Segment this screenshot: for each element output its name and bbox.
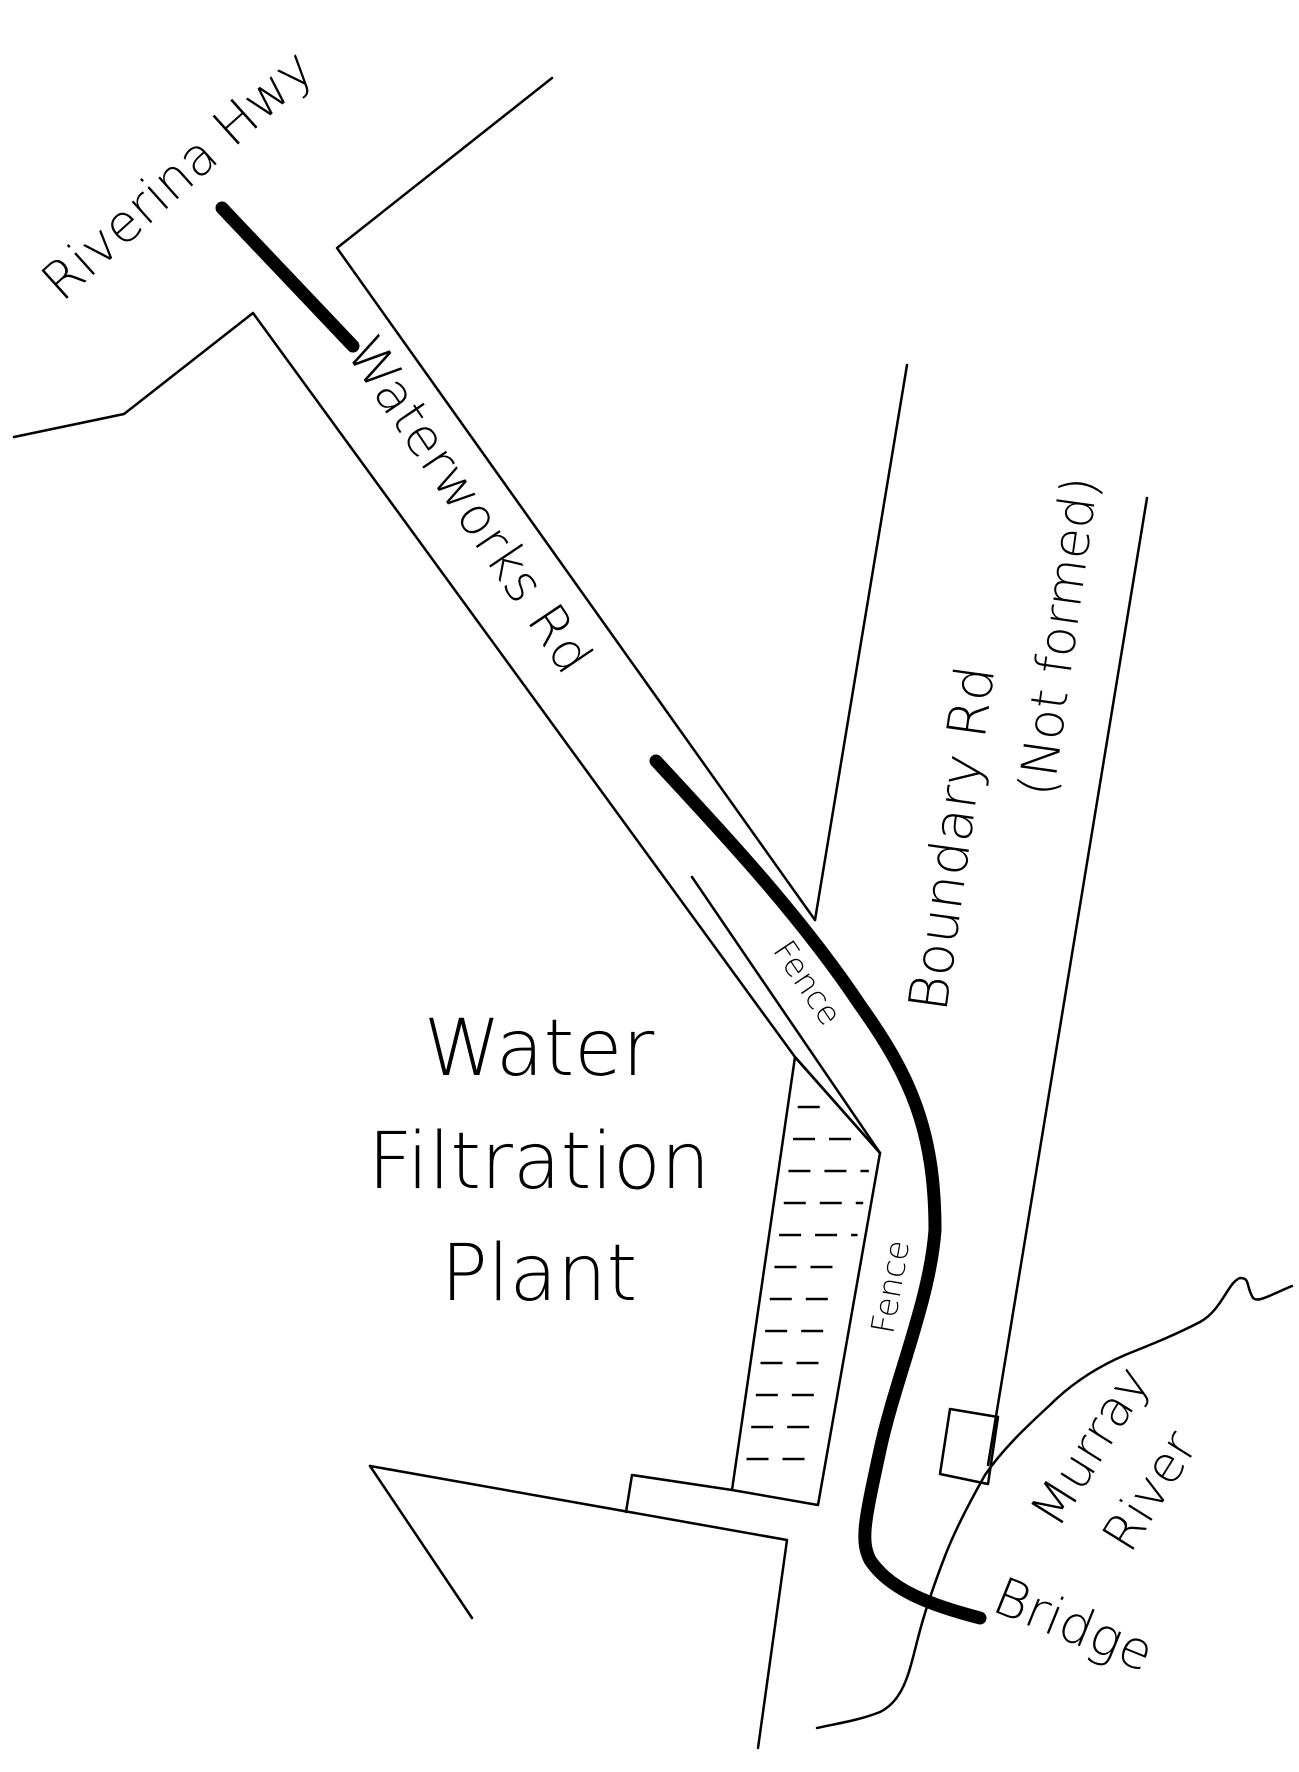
route-waterworks-to-bridge (649, 754, 987, 1625)
small-building (938, 1407, 1000, 1486)
south-boundary-diagonal (368, 1464, 474, 1620)
route-riverina-segment (215, 201, 360, 353)
plant-label-line2: Filtration (368, 1117, 710, 1207)
pump-structure (624, 1473, 734, 1514)
fence-line (690, 875, 882, 1155)
boundary-rd-line (813, 363, 909, 922)
south-boundary-edge (368, 1464, 789, 1750)
plant-label-line3: Plant (441, 1229, 638, 1319)
plant-label-line1: Water (424, 1004, 655, 1094)
pond-hatching (746, 1105, 869, 1461)
hatched-pond (730, 1055, 882, 1507)
boundary-rd-unformed-line (986, 496, 1149, 1467)
murray-river-bank (815, 1276, 1294, 1730)
waterworks-rd-north-edge (335, 76, 817, 922)
